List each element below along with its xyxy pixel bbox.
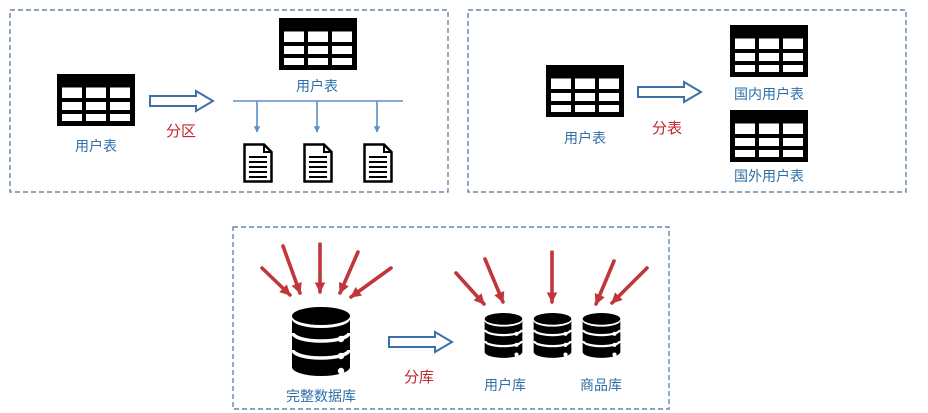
database-icon bbox=[290, 305, 352, 378]
document-icon bbox=[243, 143, 273, 183]
table-split-panel-frame bbox=[467, 9, 907, 193]
partition-arrow-label: 分区 bbox=[166, 122, 196, 140]
request-arrow-icon bbox=[483, 257, 505, 304]
partition-panel: 用户表 分区 用户表 bbox=[9, 9, 449, 193]
source-db-label: 完整数据库 bbox=[286, 389, 356, 405]
request-arrow-icon bbox=[454, 271, 486, 306]
overseas-table-label: 国外用户表 bbox=[734, 168, 804, 185]
user-db-label: 用户库 bbox=[484, 377, 526, 394]
table-icon bbox=[282, 21, 355, 68]
database-icon bbox=[483, 311, 524, 359]
source-table-label: 用户表 bbox=[564, 130, 606, 147]
table-icon bbox=[733, 113, 806, 160]
table-split-arrow-label: 分表 bbox=[652, 119, 682, 137]
target-table-label: 用户表 bbox=[296, 78, 338, 95]
domestic-table-label: 国内用户表 bbox=[734, 86, 804, 103]
flow-arrow-icon bbox=[637, 81, 702, 103]
request-arrow-group bbox=[260, 242, 393, 299]
flow-arrow-icon bbox=[149, 90, 214, 112]
document-icon bbox=[303, 143, 333, 183]
request-arrow-icon bbox=[281, 244, 302, 295]
request-arrow-group bbox=[454, 250, 649, 306]
request-arrow-icon bbox=[610, 266, 649, 305]
partition-panel-frame bbox=[9, 9, 449, 193]
request-arrow-icon bbox=[260, 266, 292, 297]
database-icon bbox=[581, 311, 622, 359]
document-icon bbox=[363, 143, 393, 183]
db-split-panel-frame bbox=[232, 226, 670, 410]
table-icon bbox=[60, 77, 133, 124]
db-split-arrow-label: 分库 bbox=[404, 368, 434, 386]
request-arrow-icon bbox=[349, 266, 393, 299]
partition-branch-lines bbox=[233, 100, 403, 133]
db-split-panel: 完整数据库 分库 用户库 商品库 bbox=[232, 226, 670, 410]
table-icon bbox=[733, 28, 806, 75]
table-split-panel: 用户表 分表 国内用户表 国外用户表 bbox=[467, 9, 907, 193]
source-table-label: 用户表 bbox=[75, 138, 117, 155]
request-arrow-icon bbox=[338, 250, 360, 295]
flow-arrow-icon bbox=[388, 331, 453, 353]
table-icon bbox=[549, 68, 622, 115]
product-db-label: 商品库 bbox=[580, 378, 622, 394]
request-arrow-icon bbox=[594, 259, 616, 306]
database-icon bbox=[532, 311, 573, 359]
